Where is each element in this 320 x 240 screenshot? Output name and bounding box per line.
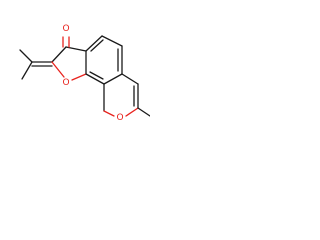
bond-o1-c2 [51, 61, 65, 78]
bond-c9a-c9b [85, 73, 105, 85]
bond-c9a-c9b-inner [89, 71, 104, 80]
bond-c3-c3a [65, 46, 87, 52]
bond-c4-c5 [101, 35, 123, 47]
bond-c5a-c9a [103, 73, 123, 85]
bond-methyl-left [19, 49, 33, 63]
bond-c7-methyl [137, 107, 150, 117]
bond-c9-o8 [103, 110, 115, 117]
bond-c3a-c4 [85, 35, 103, 52]
bond-c9b-o1 [71, 73, 87, 81]
furan-oxygen-label: O [62, 78, 69, 88]
bond-methyl-down [21, 61, 33, 80]
pyran-oxygen-label: O [116, 113, 123, 123]
carbonyl-oxygen-label: O [62, 24, 69, 34]
structure-canvas: O O O [0, 0, 150, 150]
bond-c2-c3 [51, 46, 67, 63]
bond-c3a-c4-inner [90, 39, 104, 52]
bond-c6-c5a [121, 73, 139, 85]
chemical-structure-diagram: O O O [19, 24, 150, 123]
bond-o8-c7 [125, 107, 139, 117]
